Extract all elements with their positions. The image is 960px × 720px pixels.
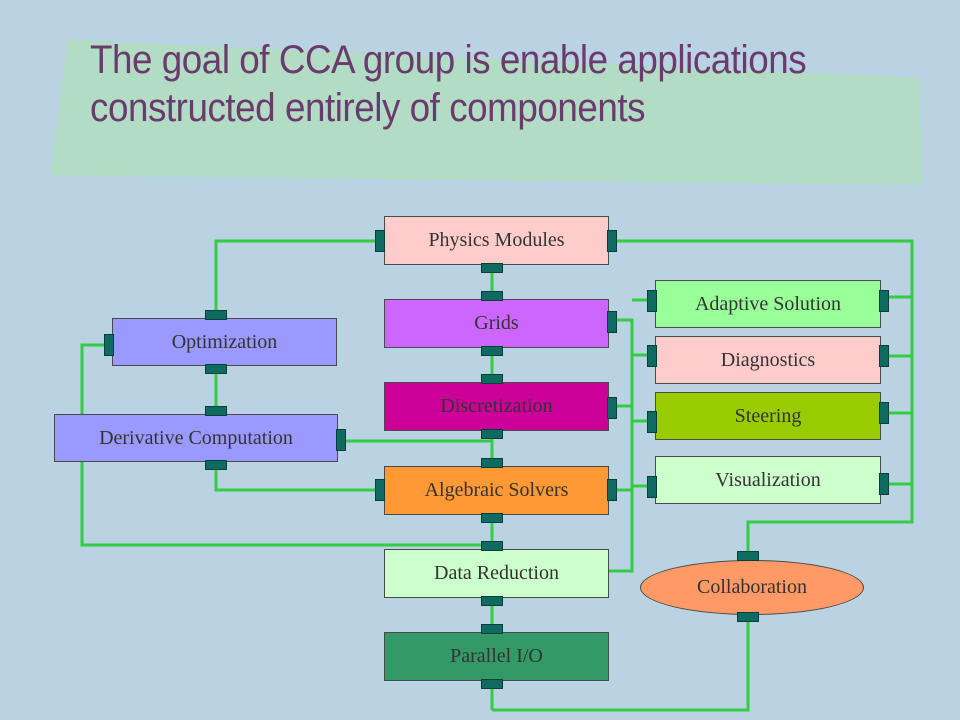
data-reduction-box: Data Reduction — [384, 549, 609, 598]
visualization-label: Visualization — [715, 468, 821, 491]
port-discretization-top — [481, 374, 503, 384]
port-derivative-bottom — [205, 460, 227, 470]
derivative-computation-label: Derivative Computation — [99, 426, 293, 449]
port-derivative-right — [336, 429, 346, 451]
title-band — [50, 40, 922, 185]
physics-modules-box: Physics Modules — [384, 216, 609, 265]
collaboration-ellipse: Collaboration — [640, 560, 864, 615]
port-optimization-left — [104, 334, 114, 356]
port-optimization-bottom — [205, 364, 227, 374]
port-parallel-io-top — [481, 624, 503, 634]
port-discretization-right — [607, 397, 617, 419]
grids-box: Grids — [384, 299, 609, 348]
slide-title-line-1: The goal of CCA group is enable applicat… — [90, 38, 807, 82]
port-visualization-right — [879, 473, 889, 495]
data-reduction-label: Data Reduction — [434, 562, 559, 584]
port-algebraic-bottom — [481, 513, 503, 523]
diagnostics-box: Diagnostics — [655, 336, 881, 384]
visualization-box: Visualization — [655, 456, 881, 504]
discretization-label: Discretization — [440, 395, 553, 417]
algebraic-solvers-label: Algebraic Solvers — [424, 479, 569, 501]
physics-modules-label: Physics Modules — [428, 229, 565, 251]
port-physics-bottom — [481, 263, 503, 273]
port-adaptive-right — [879, 290, 889, 312]
algebraic-solvers-box: Algebraic Solvers — [384, 466, 609, 515]
adaptive-solution-box: Adaptive Solution — [655, 280, 881, 328]
port-algebraic-right — [607, 479, 617, 501]
steering-box: Steering — [655, 392, 881, 440]
discretization-box: Discretization — [384, 382, 609, 431]
port-data-reduction-top — [481, 541, 503, 551]
grids-label: Grids — [474, 312, 519, 334]
port-physics-left — [375, 230, 385, 252]
optimization-label: Optimization — [171, 330, 278, 353]
port-parallel-io-bottom — [481, 679, 503, 689]
slide-title: The goal of CCA group is enable applicat… — [90, 36, 863, 132]
parallel-io-box: Parallel I/O — [384, 632, 609, 681]
port-grids-right — [607, 311, 617, 333]
port-discretization-bottom — [481, 429, 503, 439]
port-physics-right — [607, 230, 617, 252]
port-diagnostics-left — [647, 345, 657, 367]
port-steering-right — [879, 402, 889, 424]
port-algebraic-top — [481, 458, 503, 468]
port-grids-bottom — [481, 346, 503, 356]
slide-title-line-2: constructed entirely of components — [90, 86, 646, 130]
parallel-io-label: Parallel I/O — [450, 645, 543, 667]
port-collaboration-bottom — [737, 612, 759, 622]
port-collaboration-top — [737, 551, 759, 561]
diagnostics-label: Diagnostics — [720, 348, 816, 371]
collaboration-label: Collaboration — [697, 576, 807, 598]
port-data-reduction-bottom — [481, 596, 503, 606]
steering-label: Steering — [734, 404, 802, 427]
port-steering-left — [647, 411, 657, 433]
port-optimization-top — [205, 310, 227, 320]
adaptive-solution-label: Adaptive Solution — [694, 292, 842, 315]
port-grids-top — [481, 291, 503, 301]
optimization-box: Optimization — [112, 318, 337, 366]
port-diagnostics-right — [879, 345, 889, 367]
port-adaptive-left — [647, 290, 657, 312]
port-visualization-left — [647, 476, 657, 498]
port-derivative-top — [205, 406, 227, 416]
derivative-computation-box: Derivative Computation — [54, 414, 338, 462]
port-algebraic-left — [375, 479, 385, 501]
